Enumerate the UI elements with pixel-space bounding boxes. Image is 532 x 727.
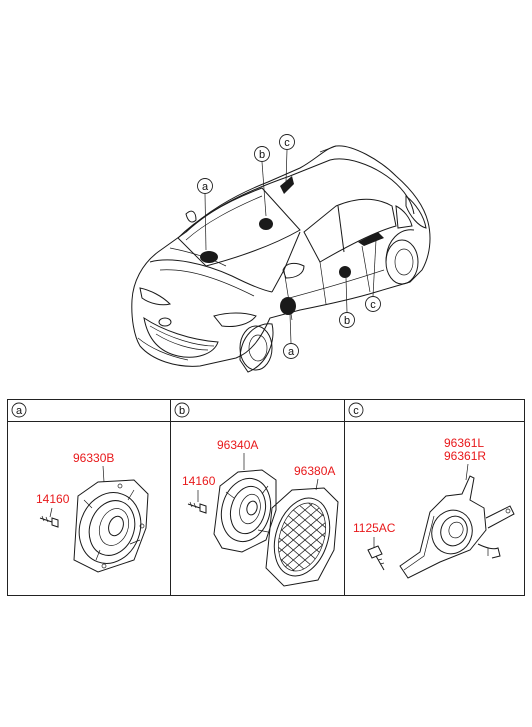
front-door-speaker-location	[200, 251, 218, 263]
tweeter-location-2	[358, 232, 384, 246]
bolt-1125AC-drawing	[367, 545, 385, 571]
svg-text:a: a	[288, 346, 295, 358]
part-number-14160-b: 14160	[182, 474, 216, 488]
callout-car-b-side: b	[339, 312, 355, 328]
section-header-c: c	[348, 402, 364, 418]
part-number-96340A: 96340A	[217, 438, 258, 452]
svg-text:c: c	[370, 299, 376, 311]
front-door-speaker-location-2	[280, 297, 296, 315]
svg-text:c: c	[284, 137, 290, 149]
screw-14160-b-drawing	[187, 501, 207, 514]
parts-table: a b c	[7, 399, 525, 596]
part-number-96361L: 96361L	[444, 436, 484, 450]
svg-text:a: a	[202, 181, 209, 193]
section-header-b: b	[174, 402, 190, 418]
callout-car-a-side: a	[283, 343, 299, 359]
callout-car-c-side: c	[365, 296, 381, 312]
section-b-parts: 96340A 14160 96380A	[182, 438, 339, 587]
callout-car-c-top: c	[279, 134, 295, 150]
tweeter-96361-drawing	[399, 475, 515, 579]
callout-car-a-top: a	[197, 178, 213, 194]
part-number-14160-a: 14160	[36, 492, 70, 506]
svg-text:b: b	[259, 149, 265, 161]
part-number-1125AC: 1125AC	[353, 521, 396, 535]
speaker-96340A-drawing	[213, 469, 277, 553]
part-number-96361R: 96361R	[444, 449, 486, 463]
speaker-96330B-drawing	[73, 479, 149, 573]
svg-text:a: a	[16, 405, 23, 417]
section-a-parts: 96330B 14160	[36, 451, 149, 573]
section-c-parts: 96361L 96361R 1125AC	[353, 436, 515, 579]
section-header-a: a	[11, 402, 27, 418]
svg-text:b: b	[179, 405, 185, 417]
rear-door-speaker-location	[339, 266, 351, 278]
car-illustration: a b c b c a	[131, 134, 431, 373]
callout-car-b-top: b	[254, 146, 270, 162]
rear-speaker-location	[259, 218, 273, 230]
screw-14160-a-drawing	[39, 515, 59, 528]
part-number-96380A: 96380A	[294, 464, 335, 478]
svg-text:c: c	[353, 405, 359, 417]
tweeter-location	[280, 176, 294, 194]
svg-text:b: b	[344, 315, 350, 327]
part-number-96330B: 96330B	[73, 451, 114, 465]
